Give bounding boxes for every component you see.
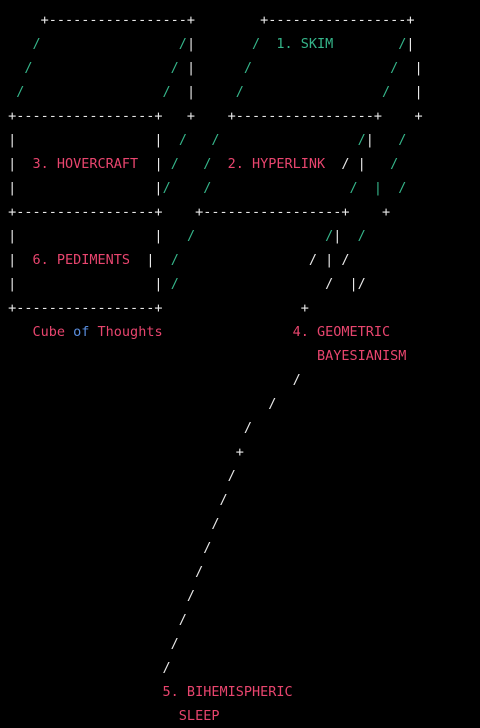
- art-line: 5. BIHEMISPHERIC: [0, 680, 293, 704]
- art-segment: 4. GEOMETRIC: [162, 324, 391, 340]
- art-line: Cube of Thoughts 4. GEOMETRIC: [0, 320, 391, 344]
- art-line: +-----------------+ +: [0, 296, 309, 320]
- art-segment: | |: [0, 132, 163, 148]
- art-segment: Thoughts: [89, 324, 163, 340]
- art-segment: / / /: [162, 132, 366, 148]
- art-segment: |: [138, 156, 163, 172]
- art-segment: of: [73, 324, 90, 340]
- art-segment: | |: [0, 276, 163, 292]
- art-segment: |: [130, 252, 155, 268]
- art-segment: 2. HYPERLINK: [227, 156, 326, 172]
- art-segment: /: [373, 132, 407, 148]
- art-segment: /: [0, 396, 277, 412]
- art-line: /: [0, 392, 276, 416]
- art-segment: |: [0, 156, 33, 172]
- art-segment: /: [0, 516, 220, 532]
- art-segment: /: [0, 468, 236, 484]
- art-segment: /: [162, 228, 326, 244]
- art-line: | |/ / / | /: [0, 176, 406, 200]
- art-segment: / /: [162, 156, 228, 172]
- art-segment: |: [365, 132, 374, 148]
- art-line: /: [0, 488, 228, 512]
- art-line: +: [0, 440, 244, 464]
- art-segment: /: [162, 276, 309, 292]
- art-segment: /: [0, 588, 196, 604]
- art-line: / / | / / |: [0, 56, 423, 80]
- art-line: /: [0, 560, 203, 584]
- art-line: BAYESIANISM: [0, 344, 406, 368]
- art-segment: | |: [0, 180, 163, 196]
- art-segment: | |: [0, 228, 163, 244]
- art-line: /: [0, 512, 219, 536]
- art-segment: / 1. SKIM /: [195, 36, 407, 52]
- art-segment: /: [341, 228, 366, 244]
- art-segment: / |/: [308, 276, 366, 292]
- art-line: /: [0, 536, 211, 560]
- art-segment: |: [398, 60, 423, 76]
- art-line: | 6. PEDIMENTS | / / | /: [0, 248, 350, 272]
- art-line: | | / /| /: [0, 224, 366, 248]
- art-segment: SLEEP: [0, 708, 220, 724]
- art-segment: /: [325, 228, 334, 244]
- art-segment: / /: [0, 36, 187, 52]
- art-segment: / |: [325, 156, 366, 172]
- art-line: | | / / |/: [0, 272, 366, 296]
- art-segment: /: [0, 420, 252, 436]
- art-segment: |: [406, 36, 415, 52]
- art-segment: |: [178, 60, 196, 76]
- art-segment: 5. BIHEMISPHERIC: [0, 684, 293, 700]
- art-segment: /: [0, 660, 171, 676]
- art-segment: / /: [0, 60, 179, 76]
- art-segment: |: [333, 228, 342, 244]
- art-segment: 3. HOVERCRAFT: [32, 156, 139, 172]
- art-segment: Cube: [0, 324, 74, 340]
- art-segment: /: [0, 372, 301, 388]
- art-segment: /: [0, 636, 179, 652]
- art-segment: +-----------------+ + +-----------------…: [0, 108, 423, 124]
- art-segment: / /: [0, 84, 171, 100]
- art-segment: BAYESIANISM: [0, 348, 407, 364]
- art-line: /: [0, 416, 252, 440]
- art-line: /: [0, 368, 301, 392]
- art-segment: /: [154, 252, 309, 268]
- art-segment: /: [365, 156, 399, 172]
- art-line: /: [0, 632, 179, 656]
- art-line: / / | / / |: [0, 80, 423, 104]
- art-line: | 3. HOVERCRAFT | / / 2. HYPERLINK / | /: [0, 152, 398, 176]
- art-segment: 6. PEDIMENTS: [32, 252, 131, 268]
- art-segment: +-----------------+ +-----------------+ …: [0, 204, 391, 220]
- art-segment: / / / | /: [162, 180, 407, 196]
- art-line: | | / / /| /: [0, 128, 406, 152]
- art-segment: / /: [195, 60, 399, 76]
- art-segment: +: [0, 444, 244, 460]
- art-segment: / | /: [308, 252, 350, 268]
- art-segment: |: [186, 36, 196, 52]
- art-line: /: [0, 656, 171, 680]
- art-segment: |: [0, 252, 33, 268]
- art-segment: |: [390, 84, 423, 100]
- art-segment: /: [0, 540, 212, 556]
- art-line: / /| / 1. SKIM /|: [0, 32, 415, 56]
- art-line: /: [0, 464, 236, 488]
- art-segment: /: [0, 564, 204, 580]
- art-segment: /: [0, 612, 187, 628]
- art-line: SLEEP: [0, 704, 220, 728]
- art-line: +-----------------+ +-----------------+: [0, 8, 415, 32]
- art-line: /: [0, 608, 187, 632]
- art-segment: +-----------------+ +: [0, 300, 309, 316]
- art-line: /: [0, 584, 195, 608]
- art-segment: +-----------------+ +-----------------+: [0, 12, 415, 28]
- art-line: +-----------------+ +-----------------+ …: [0, 200, 390, 224]
- art-segment: / /: [195, 84, 391, 100]
- art-segment: /: [0, 492, 228, 508]
- art-segment: |: [170, 84, 196, 100]
- art-line: +-----------------+ + +-----------------…: [0, 104, 423, 128]
